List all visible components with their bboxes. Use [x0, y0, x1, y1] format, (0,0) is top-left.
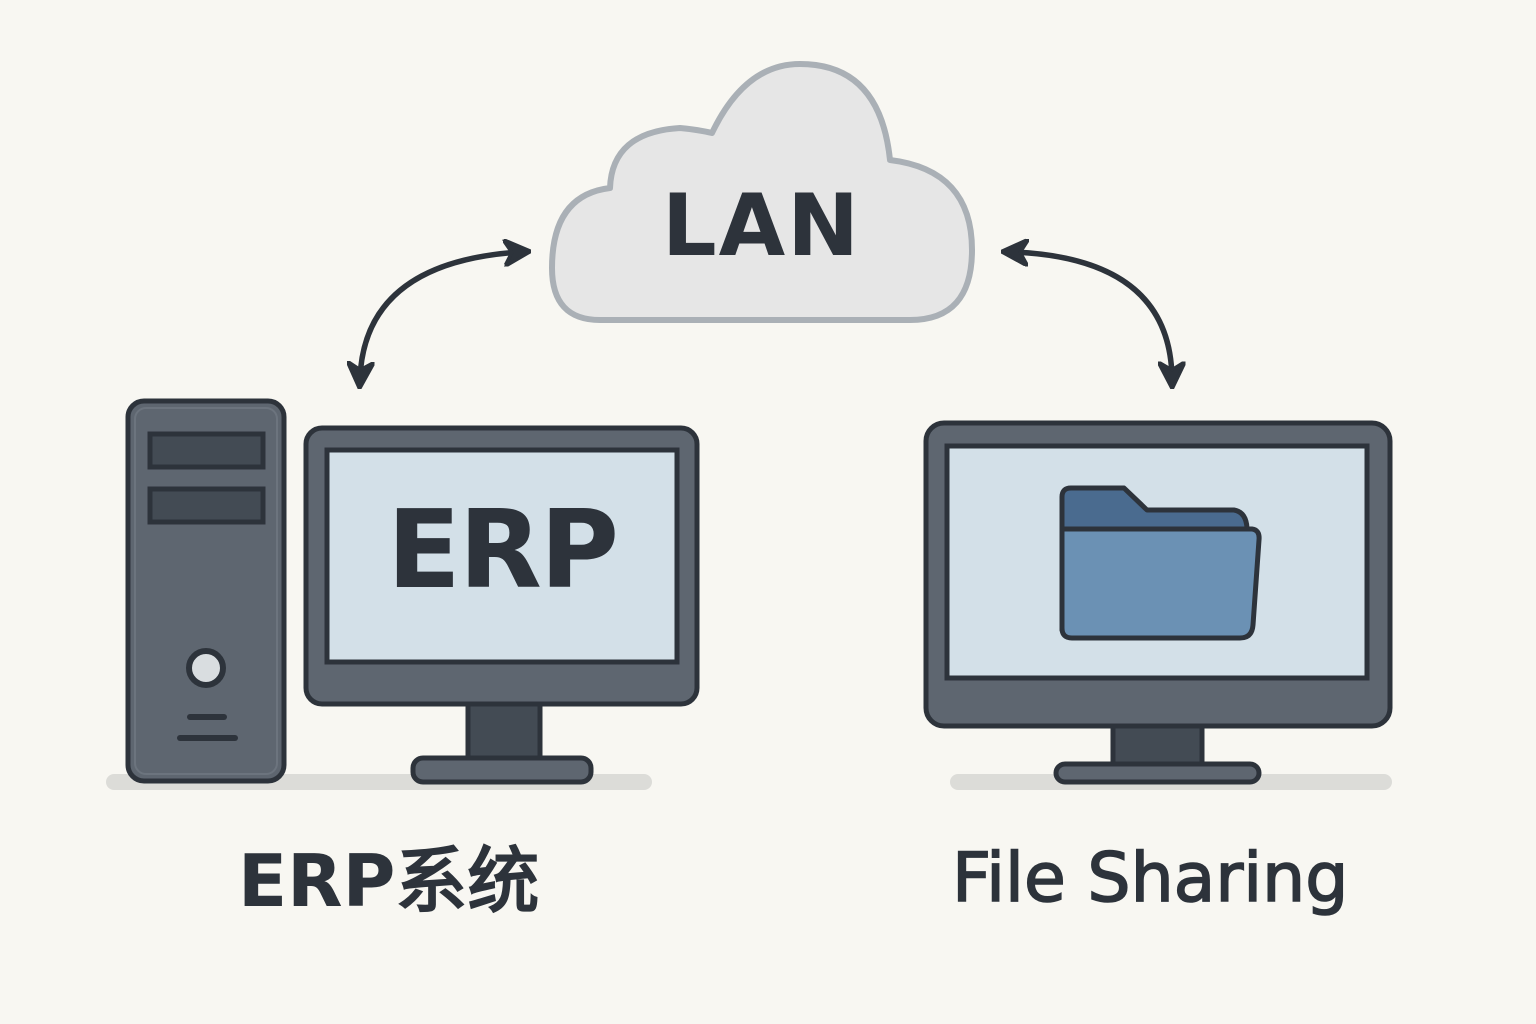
desktop-tower-icon: [125, 398, 287, 784]
drive-bay-1: [147, 431, 266, 470]
lan-label: LAN: [661, 176, 862, 276]
lan-fileshare-bidirectional-arrow-icon: [1012, 252, 1172, 378]
erp-monitor-icon: [303, 425, 700, 785]
erp-system-caption: ERP系统: [238, 839, 540, 923]
file-sharing-caption: File Sharing: [951, 839, 1349, 918]
erp-lan-bidirectional-arrow-icon: [360, 252, 520, 378]
erp-screen-label: ERP: [386, 488, 619, 613]
erp-screen: [324, 447, 680, 665]
lan-cloud-icon: [549, 61, 975, 323]
power-button-icon: [186, 648, 226, 688]
drive-bay-2: [147, 486, 266, 525]
folder-icon: [1059, 485, 1262, 641]
